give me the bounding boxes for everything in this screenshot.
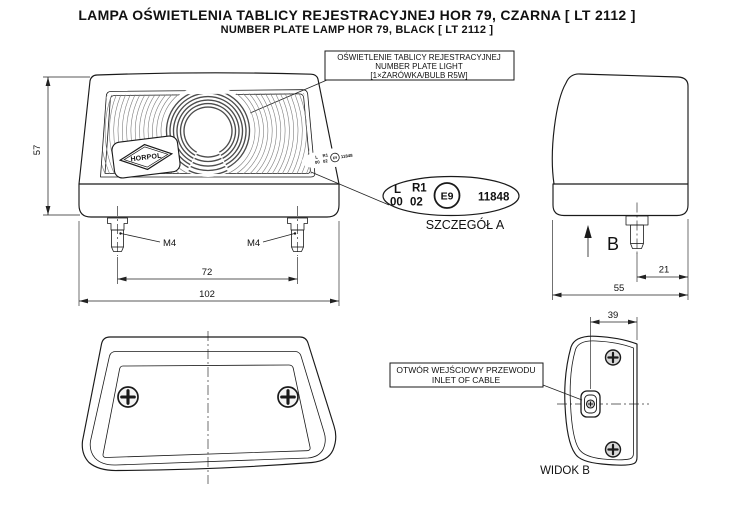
lens-marking-02: 02 [323, 158, 329, 164]
drawing-title-en: NUMBER PLATE LAMP HOR 79, BLACK [ LT 211… [221, 24, 494, 36]
lens-frame-outer [100, 89, 316, 178]
screw-cross [120, 389, 136, 405]
phillips-screw-icon [604, 441, 622, 458]
screw-cross [280, 389, 296, 405]
bottom-body-inner [89, 351, 326, 466]
bulb-callout-line3: [1×ŻARÓWKA/BULB R5W] [370, 71, 467, 80]
bottom-body-outline [81, 336, 337, 472]
detail-a-caption: SZCZEGÓŁ A [426, 217, 505, 232]
front-dimensions: 57 M4 M4 72 102 [32, 76, 340, 306]
side-view: B 21 55 [551, 73, 689, 300]
logo-diamond-inner [123, 146, 169, 168]
front-view: HORPOL L R1 00 02 E9 11848 [78, 72, 358, 256]
bulb-callout: OŚWIETLENIE TABLICY REJESTRACYJNEJ NUMBE… [207, 50, 515, 133]
bulb-callout-line1: OŚWIETLENIE TABLICY REJESTRACYJNEJ [337, 53, 501, 62]
inlet-label-box [389, 362, 544, 388]
back-body-outline [564, 335, 638, 466]
dim-39-label: 39 [608, 310, 619, 321]
detail-a-e9: E9 [441, 191, 454, 203]
stud-right-m4-label: M4 [247, 238, 260, 249]
phillips-screw-icon [117, 386, 139, 408]
cable-inlet [580, 390, 601, 418]
stud-cap [287, 217, 308, 231]
phillips-screw-icon [604, 349, 622, 366]
bottom-lens-window [102, 364, 311, 458]
side-body-base [552, 183, 689, 217]
screw-cross [607, 351, 619, 364]
front-stud-left [107, 206, 128, 256]
lens-marking-e9: E9 [333, 156, 338, 161]
bulb-callout-line2: NUMBER PLATE LIGHT [375, 62, 463, 71]
detail-a-leader [310, 171, 390, 206]
inlet-label-pl: OTWÓR WEJŚCIOWY PRZEWODU [396, 364, 535, 375]
stud-cap [107, 217, 128, 231]
title-block: LAMPA OŚWIETLENIA TABLICY REJESTRACYJNEJ… [78, 6, 635, 36]
side-stud [625, 202, 649, 257]
stud-left-m4-label: M4 [163, 238, 176, 249]
lens-frame-inner [104, 93, 311, 174]
stud-left-m4-dot [119, 232, 122, 235]
inlet-label-en: INLET OF CABLE [432, 375, 501, 385]
inlet-label-leader [542, 384, 583, 401]
lens-marking-r1: R1 [322, 152, 329, 158]
stud-cap [625, 215, 649, 226]
lens-center-backing [162, 85, 254, 177]
detail-a-oval [382, 175, 520, 217]
cable-inlet-cross [588, 401, 593, 407]
drawing-title-pl: LAMPA OŚWIETLENIA TABLICY REJESTRACYJNEJ… [78, 6, 635, 23]
back-body-inner [569, 340, 634, 461]
lens-marking-e-circle [330, 152, 340, 163]
detail-a-approval: 11848 [478, 192, 510, 204]
view-b-label: B [607, 234, 619, 254]
dim-55-label: 55 [614, 283, 625, 294]
lens-marking-backing [301, 148, 358, 169]
dim-57-label: 57 [32, 145, 43, 156]
back-view-caption: WIDOK B [540, 465, 590, 477]
screw-cross [607, 443, 619, 456]
stud-left-m4-leader [120, 233, 161, 243]
stud-right-m4-leader [262, 233, 295, 243]
lens-marking: L R1 00 02 E9 11848 [301, 148, 358, 169]
detail-a-l: L [394, 184, 401, 196]
logo-plate: HORPOL [111, 135, 181, 179]
phillips-screw-icon [277, 386, 299, 408]
detail-a-00: 00 [390, 197, 403, 209]
dim-102-label: 102 [199, 289, 215, 300]
view-b-arrow-head [584, 225, 592, 238]
front-body-shell [78, 72, 340, 185]
lens-marking-00: 00 [315, 159, 321, 165]
brand-logo-text: HORPOL [130, 153, 162, 164]
back-view: 39 OTWÓR WEJŚCIOWY PRZEWODU INLET OF CAB… [389, 310, 649, 477]
lens-marking-l: L [315, 154, 319, 159]
detail-a-e-circle [433, 182, 461, 209]
logo-diamond-outer [118, 143, 174, 171]
bulb-callout-box [324, 50, 515, 81]
dim-21-label: 21 [659, 265, 670, 276]
front-stud-right [287, 206, 308, 256]
detail-a: L R1 00 02 E9 11848 SZCZEGÓŁ A [310, 171, 520, 232]
detail-a-r1: R1 [412, 183, 427, 195]
bottom-view [81, 331, 337, 484]
stud-right-m4-dot [293, 232, 297, 235]
lens-marking-approval: 11848 [341, 153, 354, 160]
detail-a-02: 02 [410, 197, 423, 209]
side-body-shell [551, 73, 689, 185]
dim-72-label: 72 [202, 267, 213, 278]
front-body-base [78, 183, 340, 218]
